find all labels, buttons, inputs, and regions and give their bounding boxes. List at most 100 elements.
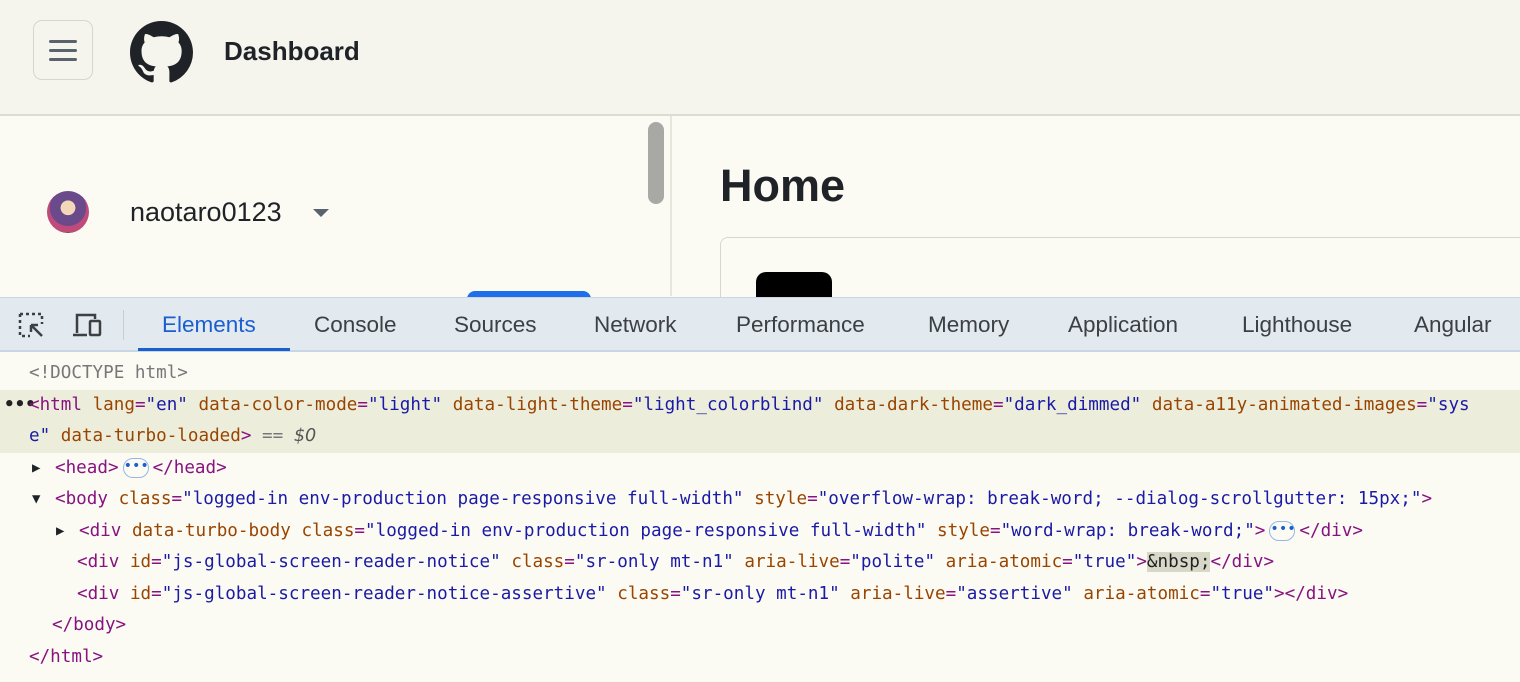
tab-memory[interactable]: Memory [928,312,1010,337]
tab-performance[interactable]: Performance [736,312,865,337]
code-token: "dark_dimmed" [1003,394,1142,415]
dom-node-line[interactable]: e" data-turbo-loaded> == $0 [0,421,1520,453]
code-token: > [1136,552,1147,572]
tab-network[interactable]: Network [594,312,677,337]
code-token: aria-live [744,552,840,572]
code-token: </body> [52,615,127,635]
menu-button[interactable] [33,20,93,80]
tab-lighthouse[interactable]: Lighthouse [1242,312,1353,337]
code-token: "true" [1072,552,1137,572]
avatar[interactable] [47,191,89,233]
tab-application[interactable]: Application [1068,312,1179,337]
tab-elements[interactable]: Elements [162,312,256,337]
code-token: = [1416,394,1428,415]
device-toolbar-icon[interactable] [72,311,102,341]
code-token: = [151,583,162,604]
code-token: "overflow-wrap: break-word; --dialog-scr… [817,489,1422,509]
code-token: class [617,583,671,604]
github-logo[interactable] [130,21,193,84]
code-token: class [301,520,355,541]
code-token: "sr-only mt-n1" [574,552,734,572]
code-token: > [1421,489,1433,509]
dom-node-line[interactable]: </html> [0,642,1520,674]
code-token: "logged-in env-production page-responsiv… [182,489,744,509]
caret-down-icon[interactable] [313,209,329,217]
app-header: Dashboard [0,0,1520,116]
code-token: lang [92,394,135,415]
code-token [823,395,834,415]
code-token: <body [55,489,108,509]
code-token: </head> [152,457,227,478]
dom-node-line[interactable]: </body> [0,610,1520,642]
tab-console[interactable]: Console [314,312,397,337]
code-token: aria-live [850,583,946,604]
code-token [442,395,453,415]
devtools-toolbar: Elements Console Sources Network Performance… [0,297,1520,352]
code-token: "sys [1427,394,1470,415]
new-button[interactable] [467,291,591,301]
code-token: <html [29,394,82,415]
code-token [840,584,851,604]
code-token [935,552,946,572]
code-token: <div [77,552,120,572]
account-switcher-username[interactable]: naotaro0123 [130,197,282,227]
hamburger-icon [49,39,77,43]
code-token [119,584,130,604]
tab-sources[interactable]: Sources [454,312,537,337]
expand-triangle-icon[interactable]: ▶ [56,522,65,539]
dom-node-line[interactable]: ▶<div data-turbo-body class="logged-in e… [0,516,1520,548]
code-token: data-color-mode [198,394,358,415]
code-token: = [989,520,1001,541]
code-token [734,552,745,572]
code-token: "js-global-screen-reader-notice-assertiv… [161,583,607,604]
code-token: = [171,489,183,509]
dom-node-line[interactable]: •••<html lang="en" data-color-mode="ligh… [0,389,1520,421]
active-tab-indicator [138,348,290,351]
node-actions-icon[interactable]: ••• [4,394,36,415]
dom-node-line[interactable]: <div id="js-global-screen-reader-notice"… [0,547,1520,579]
code-token: "light" [367,394,443,415]
code-token: aria-atomic [1083,583,1200,604]
dom-node-line[interactable]: ▼ <body class="logged-in env-production p… [0,484,1520,516]
expand-ellipsis-button[interactable]: ••• [1269,520,1296,541]
dom-node-line[interactable]: <!DOCTYPE html> [0,358,1520,390]
expand-triangle-icon[interactable]: ▶ [32,459,41,476]
code-token: data-turbo-loaded [60,426,241,446]
code-token [121,521,132,541]
code-token: = [357,394,368,415]
collapse-triangle-icon[interactable]: ▼ [32,491,41,507]
dom-node-line[interactable]: <div id="js-global-screen-reader-notice-… [0,579,1520,611]
elements-dom-tree[interactable]: <!DOCTYPE html>•••<html lang="en" data-c… [0,358,1520,673]
code-token: = [354,520,366,541]
code-token: > [240,426,252,446]
divider [670,116,672,296]
code-token [607,584,618,604]
code-token: "assertive" [956,583,1073,604]
code-token [119,552,130,572]
sidebar-scrollbar[interactable] [648,122,664,204]
code-token [501,552,512,572]
code-token: "word-wrap: break-word;" [1000,520,1255,541]
code-token [291,521,302,541]
code-token: </div> [1210,552,1275,572]
code-token: = [670,583,681,604]
code-token: <div [77,583,120,604]
code-token [744,489,755,509]
dom-node-line[interactable]: ▶<head>•••</head> [0,453,1520,485]
code-token: </html> [29,646,104,667]
code-token [1141,395,1152,415]
inspect-element-icon[interactable] [17,311,47,341]
tab-angular[interactable]: Angular [1414,312,1492,337]
code-token: class [118,489,172,509]
code-token: "true" [1210,583,1275,604]
code-token: = [564,552,575,572]
code-token: "sr-only mt-n1" [680,583,840,604]
code-token: &nbsp; [1146,552,1211,572]
code-token [926,521,937,541]
expand-ellipsis-button[interactable]: ••• [122,457,149,478]
code-token: "polite" [850,552,936,572]
code-token [50,426,61,446]
code-token: "js-global-screen-reader-notice" [161,552,501,572]
code-token: <div [79,520,122,541]
code-token: id [129,583,152,604]
